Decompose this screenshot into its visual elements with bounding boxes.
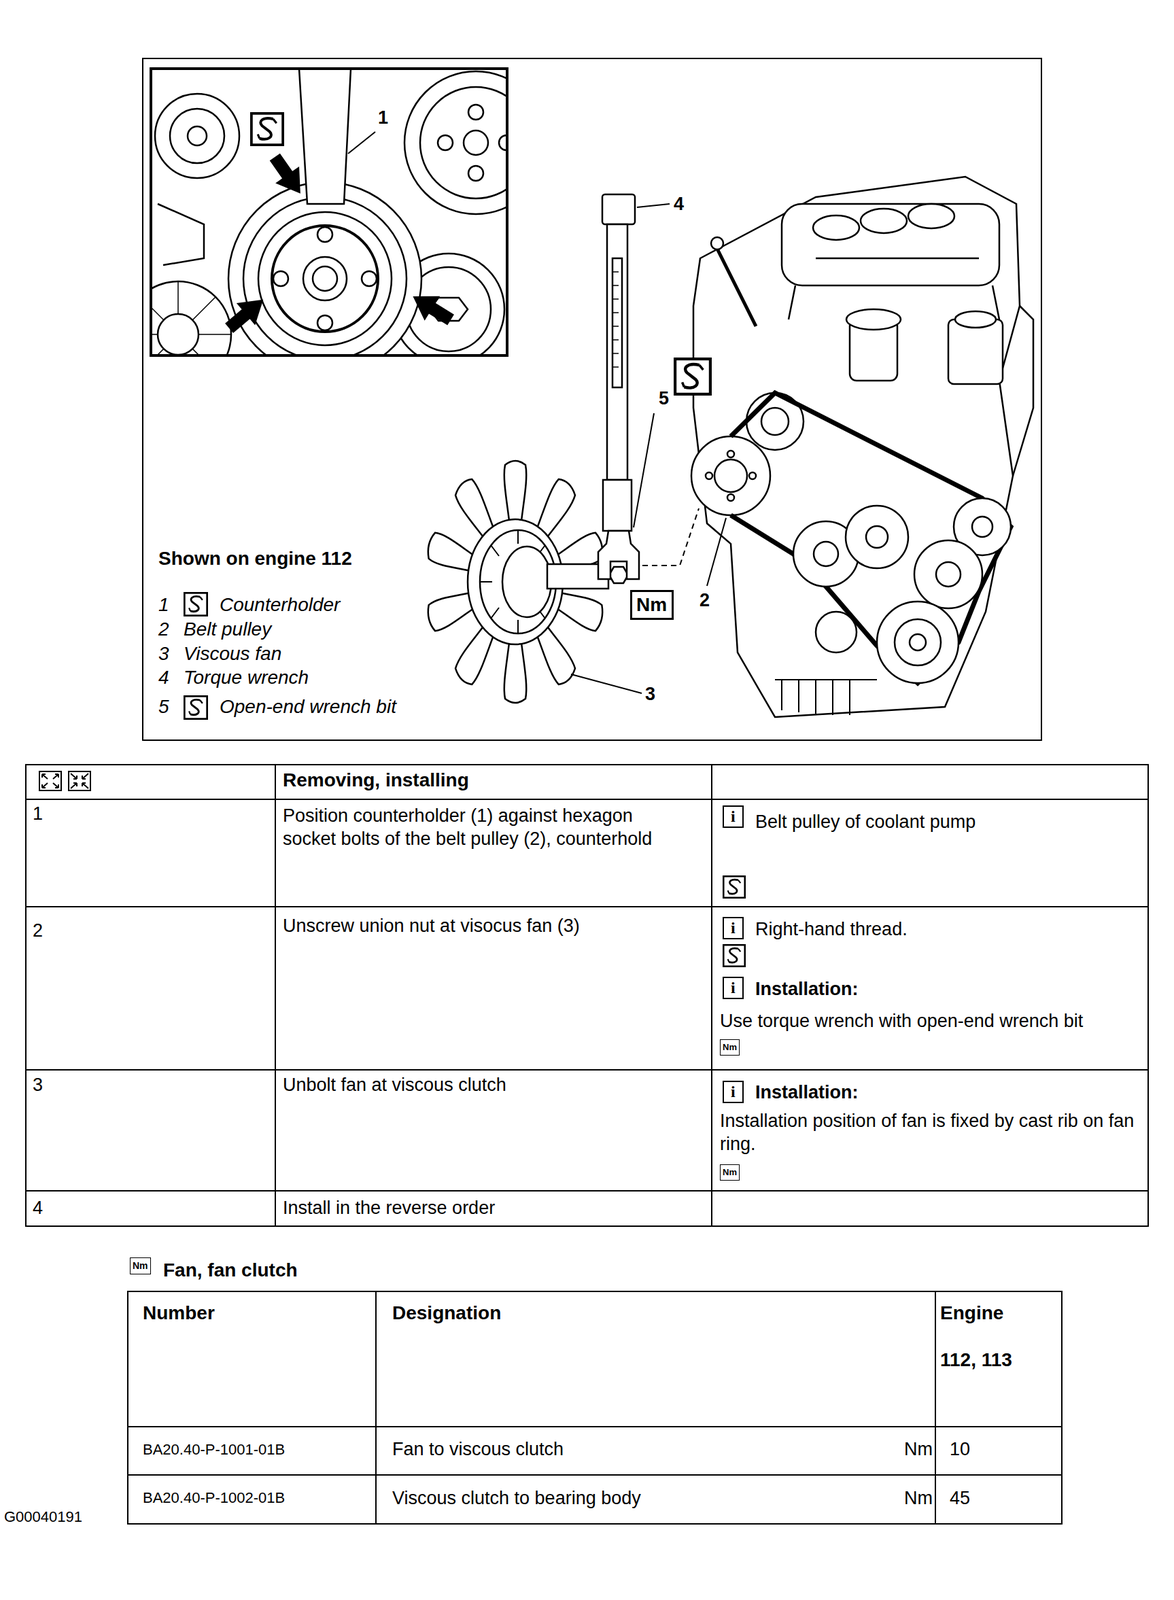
- step-text: Unscrew union nut at visocus fan (3): [282, 914, 580, 939]
- note-text: Use torque wrench with open-end wrench b…: [719, 1010, 1145, 1034]
- info-symbol: i: [722, 976, 744, 1000]
- part-name: Counterholder: [219, 592, 340, 617]
- symbol-text: i: [730, 806, 736, 827]
- step-text: Install in the reverse order: [282, 1197, 495, 1221]
- callout-number: 3: [645, 683, 656, 707]
- figure-frame: [142, 58, 1042, 741]
- legend-heading: Shown on engine 112: [158, 546, 353, 571]
- torque-symbol: Nm: [719, 1039, 740, 1056]
- legend-number: 4: [158, 665, 170, 690]
- note-heading: Installation:: [755, 1081, 859, 1105]
- symbol-text: Nm: [722, 1167, 737, 1179]
- table-header: Engine: [940, 1301, 1004, 1325]
- step-number: 2: [32, 919, 43, 943]
- step-number: 4: [32, 1197, 43, 1221]
- part-name: Viscous fan: [183, 641, 282, 666]
- torque-table-grid: [127, 1291, 1062, 1525]
- document-number: BA20.40-P-1002-01B: [142, 1488, 285, 1508]
- note-text: Installation position of fan is fixed by…: [719, 1110, 1145, 1157]
- section-heading: Fan, fan clutch: [163, 1258, 298, 1283]
- torque-value: 45: [949, 1487, 971, 1511]
- torque-symbol: Nm: [719, 1164, 740, 1181]
- step-number: 1: [32, 802, 43, 826]
- torque-value: 10: [949, 1438, 971, 1462]
- engine-drawing: [691, 176, 1034, 718]
- note-text: Belt pulley of coolant pump: [755, 810, 976, 835]
- header-symbol: [39, 771, 62, 791]
- special-tool-symbol: [184, 696, 207, 719]
- symbol-text: Nm: [636, 593, 668, 617]
- table-header: 112, 113: [940, 1348, 1013, 1372]
- step-text: Position counterholder (1) against hexag…: [282, 804, 664, 852]
- symbol-text: i: [730, 978, 736, 998]
- table-header: Number: [142, 1301, 215, 1325]
- header-symbol: [68, 771, 91, 791]
- note-text: Right-hand thread.: [755, 918, 908, 942]
- callout-number: 5: [658, 387, 669, 411]
- special-tool-symbol: [723, 944, 745, 966]
- legend-number: 1: [158, 592, 170, 617]
- inset-detail: [125, 68, 548, 388]
- info-symbol: i: [722, 1080, 744, 1104]
- table-header: Designation: [392, 1301, 502, 1325]
- symbol-text: Nm: [722, 1042, 737, 1053]
- torque-symbol: Nm: [630, 590, 674, 620]
- info-symbol: i: [722, 917, 744, 940]
- part-name: Open-end wrench bit: [219, 694, 397, 719]
- table-cell: Fan to viscous clutch: [392, 1438, 564, 1462]
- torque-wrench-drawing: [598, 194, 640, 580]
- viscous-fan-drawing: [425, 460, 629, 703]
- symbol-text: i: [730, 1082, 736, 1102]
- special-tool-symbol: [184, 592, 207, 616]
- symbol-text: i: [730, 918, 736, 939]
- step-text: Unbolt fan at viscous clutch: [282, 1074, 507, 1098]
- step-number: 3: [32, 1074, 43, 1098]
- procedure-table-grid: [25, 764, 1149, 1227]
- figure-id: G00040191: [4, 1507, 83, 1527]
- special-tool-symbol: [675, 358, 711, 395]
- special-tool-symbol: [723, 876, 745, 898]
- legend-number: 3: [158, 641, 170, 666]
- torque-symbol: Nm: [129, 1257, 151, 1275]
- part-name: Belt pulley: [183, 617, 272, 642]
- callout-number: 1: [377, 106, 389, 130]
- unit-text: Nm: [904, 1487, 933, 1511]
- part-name: Torque wrench: [183, 665, 309, 690]
- callout-number: 4: [673, 193, 684, 217]
- unit-text: Nm: [904, 1438, 933, 1462]
- symbol-text: Nm: [132, 1260, 149, 1272]
- leader-lines: [571, 203, 727, 694]
- info-symbol: i: [722, 805, 744, 828]
- table-header: Removing, installing: [282, 768, 470, 792]
- legend-number: 5: [158, 694, 170, 719]
- callout-number: 2: [699, 589, 710, 613]
- note-heading: Installation:: [755, 978, 859, 1002]
- legend-number: 2: [158, 617, 170, 642]
- document-number: BA20.40-P-1001-01B: [142, 1440, 285, 1460]
- table-cell: Viscous clutch to bearing body: [392, 1487, 642, 1511]
